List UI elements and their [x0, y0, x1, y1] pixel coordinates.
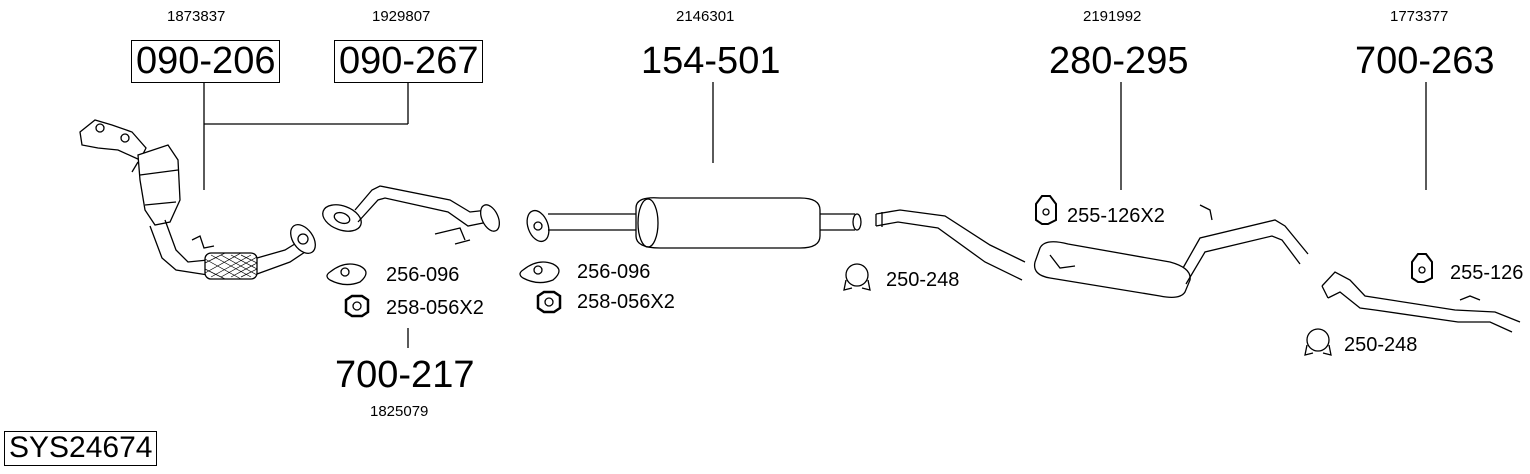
accessory-label[interactable]: 258-056X2: [386, 297, 484, 319]
oe-number: 1929807: [372, 8, 431, 25]
accessory-label[interactable]: 255-126X2: [1067, 205, 1165, 227]
accessory-label[interactable]: 258-056X2: [577, 291, 675, 313]
oe-number: 1825079: [370, 403, 429, 420]
accessory-label[interactable]: 250-248: [886, 269, 960, 291]
front-pipe-catalyst: [79, 119, 316, 280]
gasket-icon: [326, 263, 367, 286]
oe-number: 2146301: [676, 8, 735, 25]
tail-pipe: [1321, 271, 1521, 333]
accessory-label[interactable]: 256-096: [386, 264, 460, 286]
part-number[interactable]: 700-217: [335, 354, 475, 396]
oe-number: 1773377: [1390, 8, 1449, 25]
part-number[interactable]: 280-295: [1049, 40, 1189, 82]
oe-number: 2191992: [1083, 8, 1142, 25]
intermediate-pipe: [322, 185, 501, 245]
oe-number: 1873837: [167, 8, 226, 25]
part-number[interactable]: 090-267: [334, 40, 484, 83]
clamp-icon: [1304, 328, 1332, 356]
hanger-icon: [1411, 253, 1433, 283]
accessory-label[interactable]: 255-126: [1450, 262, 1524, 284]
leader-lines: [203, 82, 1427, 348]
nut-icon: [344, 294, 370, 318]
part-number[interactable]: 154-501: [641, 40, 781, 82]
part-number[interactable]: 090-206: [131, 40, 281, 83]
hanger-icon: [1035, 195, 1057, 225]
centre-silencer: [526, 197, 862, 249]
nut-icon: [536, 290, 562, 314]
system-id: SYS24674: [4, 431, 158, 466]
rear-silencer: [875, 204, 1309, 298]
part-number[interactable]: 700-263: [1355, 40, 1495, 82]
gasket-icon: [519, 261, 560, 284]
clamp-icon: [843, 263, 871, 291]
accessory-label[interactable]: 256-096: [577, 261, 651, 283]
accessory-label[interactable]: 250-248: [1344, 334, 1418, 356]
